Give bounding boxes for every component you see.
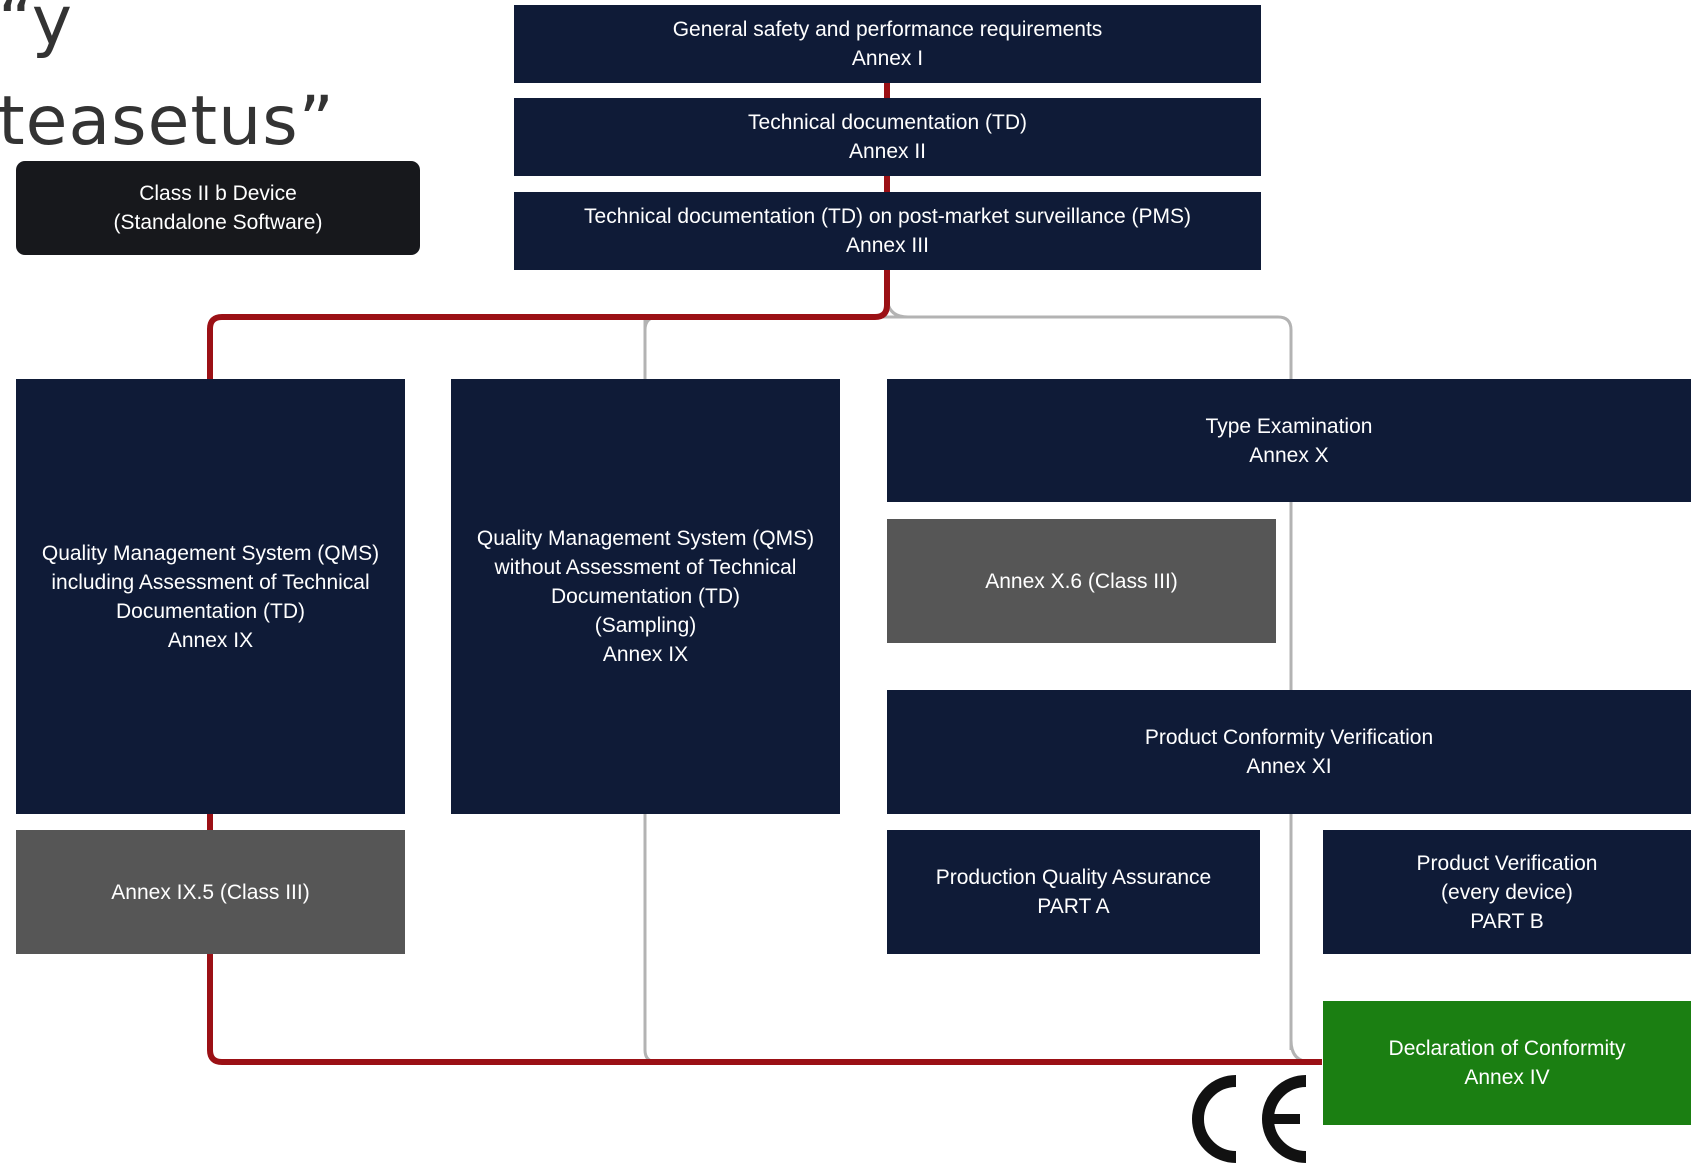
requirements-annex-2: Technical documentation (TD) Annex II bbox=[514, 98, 1261, 176]
requirements-annex-1: General safety and performance requireme… bbox=[514, 5, 1261, 83]
connector-grey-top bbox=[643, 315, 1293, 380]
type-examination-class3-box: Annex X.6 (Class III) bbox=[887, 519, 1276, 643]
page-title: “y teasetus” bbox=[0, 0, 335, 161]
production-quality-assurance-box: Production Quality Assurance PART A bbox=[887, 830, 1260, 954]
connector-grey-right-bottom bbox=[1289, 1039, 1312, 1064]
qms-sampling-box: Quality Management System (QMS) without … bbox=[451, 379, 840, 814]
ce-mark-icon bbox=[1192, 1075, 1307, 1163]
connector-red-to-declaration bbox=[207, 953, 1322, 1065]
connector-red-chain bbox=[207, 80, 890, 380]
type-examination-box: Type Examination Annex X bbox=[887, 379, 1691, 502]
requirements-annex-3: Technical documentation (TD) on post-mar… bbox=[514, 192, 1261, 270]
declaration-of-conformity-box: Declaration of Conformity Annex IV bbox=[1323, 1001, 1691, 1125]
product-verification-box: Product Verification (every device) PART… bbox=[1323, 830, 1691, 954]
product-conformity-box: Product Conformity Verification Annex XI bbox=[887, 690, 1691, 814]
connector-grey-to-qms-sampling bbox=[643, 295, 909, 380]
qms-full-assessment-box: Quality Management System (QMS) includin… bbox=[16, 379, 405, 814]
device-class-box: Class II b Device (Standalone Software) bbox=[16, 161, 420, 255]
qms-class3-box: Annex IX.5 (Class III) bbox=[16, 830, 405, 954]
